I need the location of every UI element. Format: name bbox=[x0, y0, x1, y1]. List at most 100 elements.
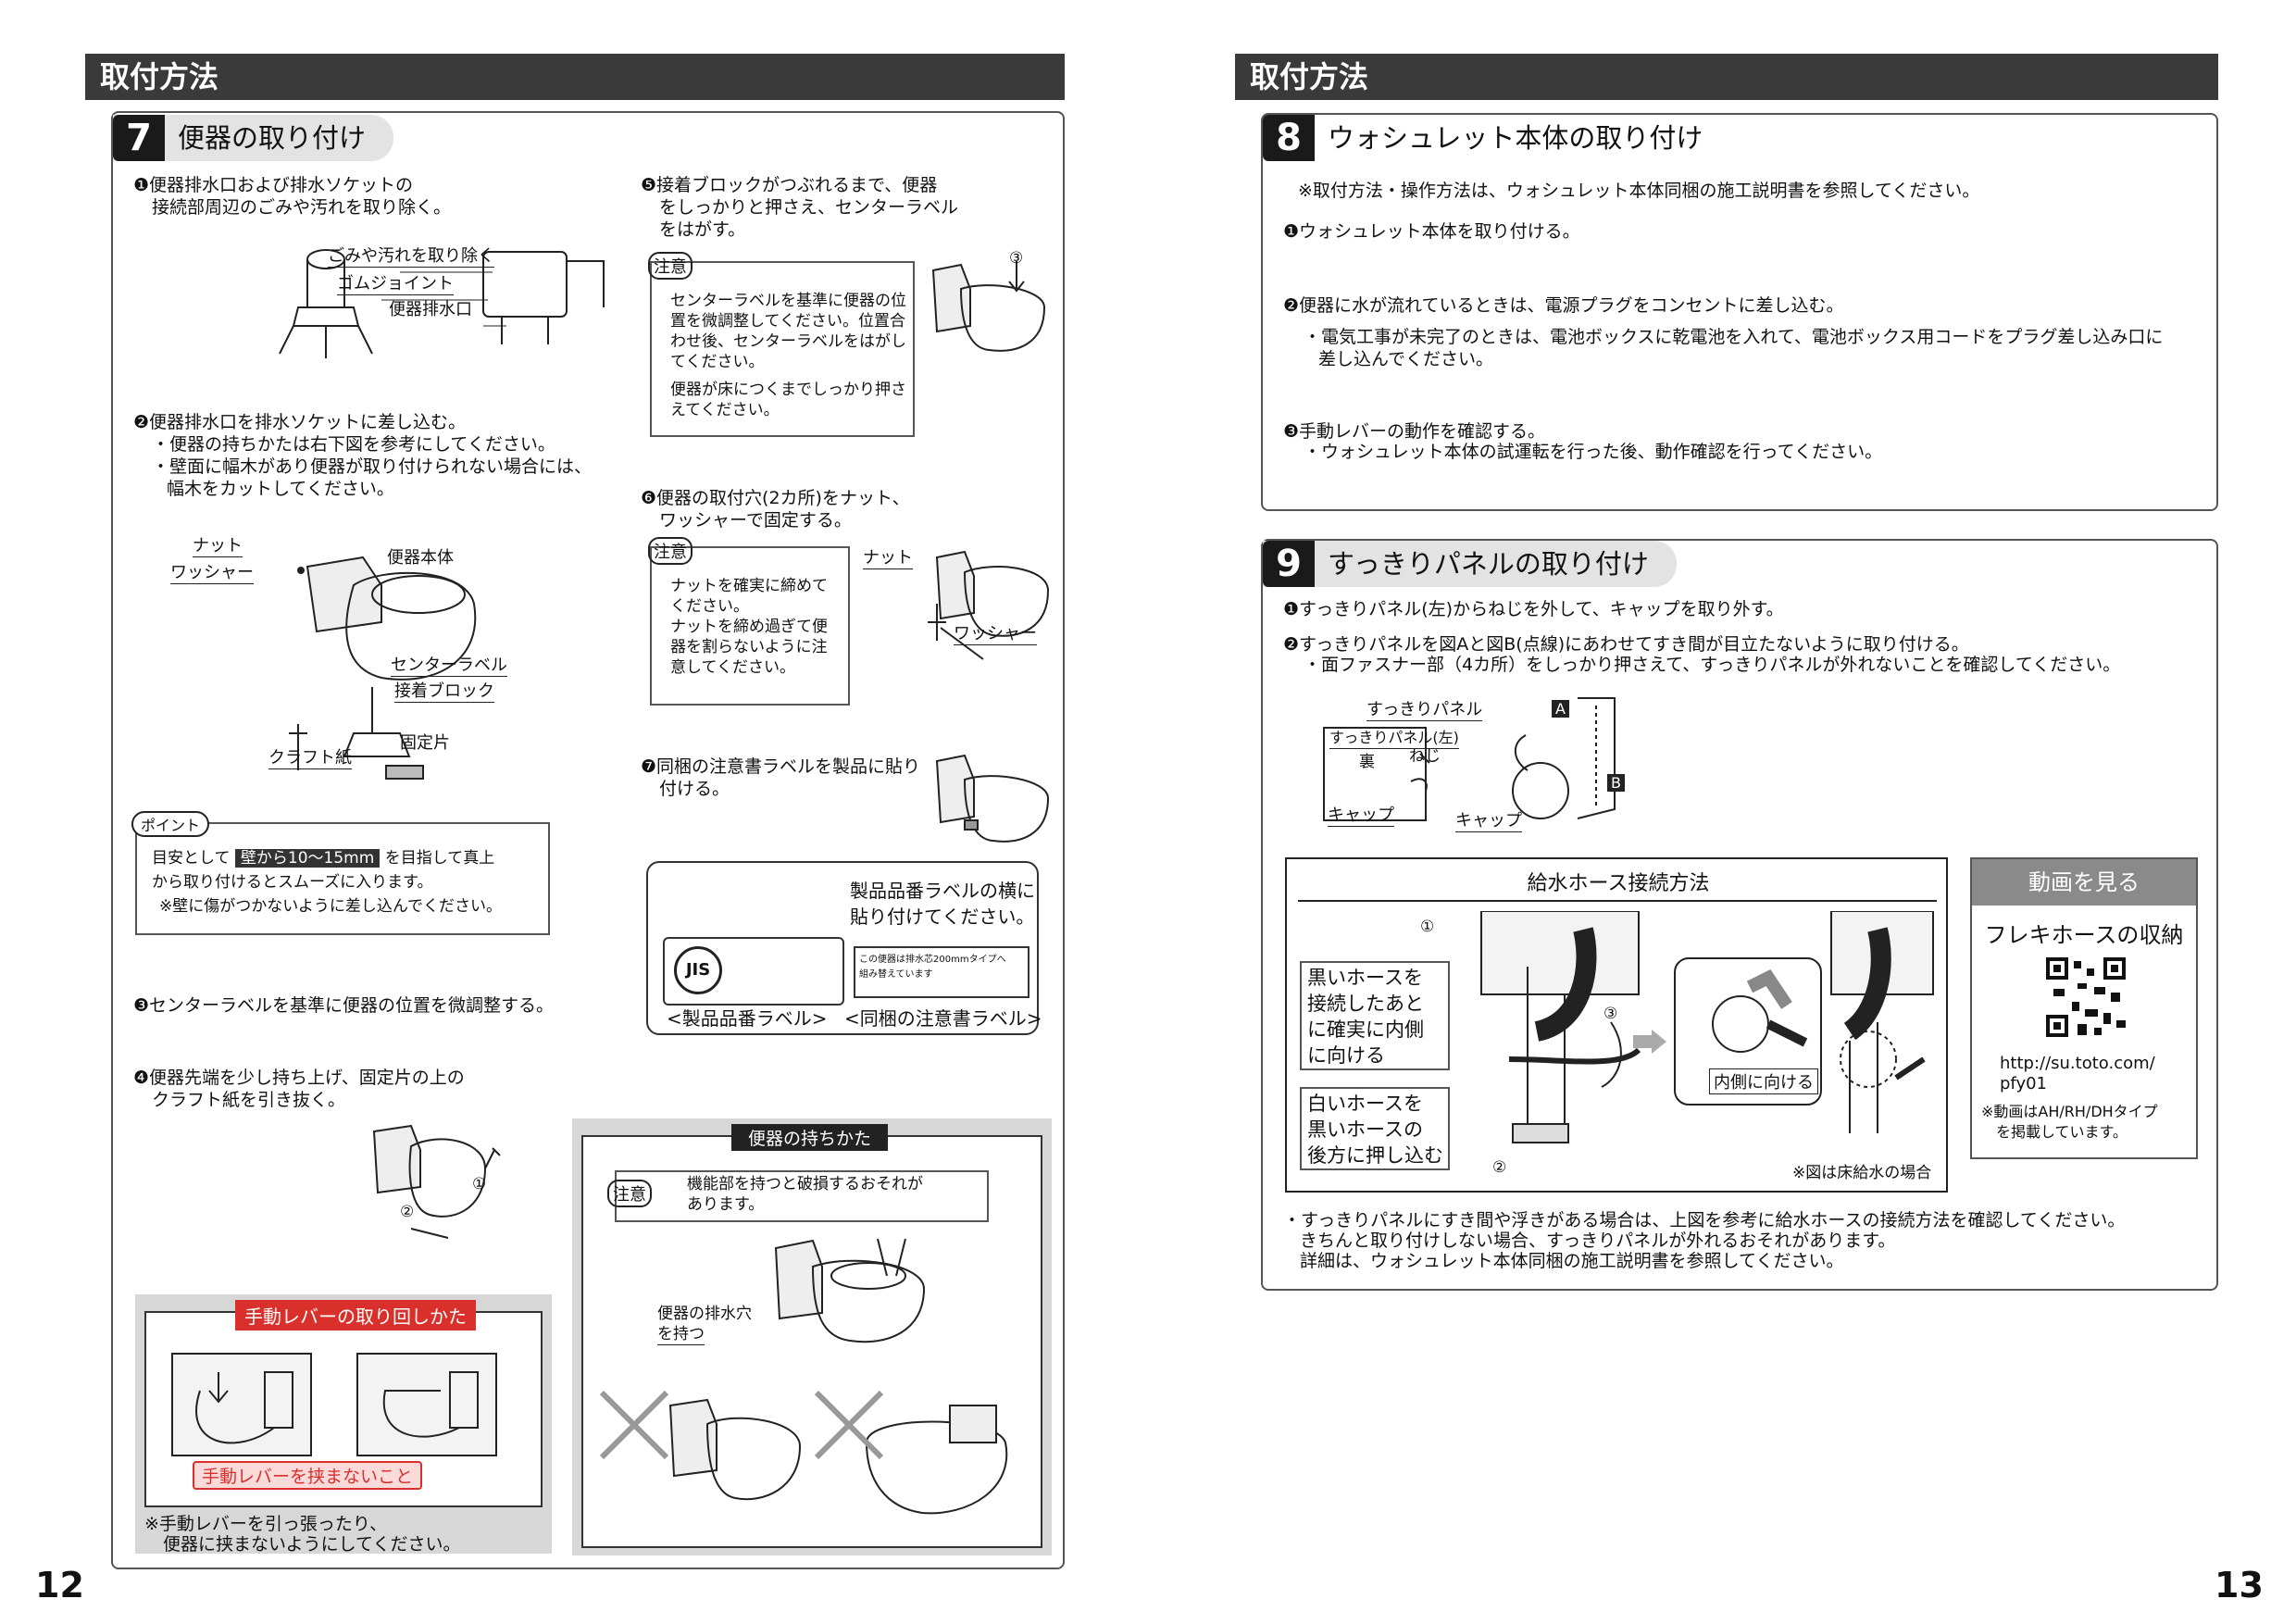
step8-panel: 8 ウォシュレット本体の取り付け ※取付方法・操作方法は、ウォシュレット本体同梱… bbox=[1261, 113, 2218, 511]
point-highlight: 壁から10〜15mm bbox=[234, 849, 381, 868]
s9-bottom-1: ・すっきりパネルにすき間や浮きがある場合は、上図を参考に給水ホースの接続方法を確… bbox=[1283, 1210, 2126, 1230]
hose-note: ※図は床給水の場合 bbox=[1792, 1164, 1932, 1182]
hold-correct-figure bbox=[774, 1238, 926, 1343]
hose-mark-3: ③ bbox=[1603, 1005, 1618, 1023]
s2-line1: ❷便器排水口を排水ソケットに差し込む。 bbox=[133, 412, 467, 432]
s9-label-screw: ねじ bbox=[1409, 747, 1441, 766]
right-page-header: 取付方法 bbox=[1235, 54, 2218, 100]
hose-inner-box: 内側に向ける bbox=[1674, 957, 1822, 1106]
lever-note2: 便器に挟まないようにしてください。 bbox=[163, 1534, 461, 1555]
hose-black-3: に確実に内側 bbox=[1307, 1018, 1424, 1041]
label-toilet-figure bbox=[935, 754, 1050, 843]
hose-white-3: 後方に押し込む bbox=[1307, 1144, 1443, 1167]
video-title[interactable]: 動画を見る bbox=[1972, 859, 2196, 906]
video-note-2: を掲載しています。 bbox=[1996, 1123, 2128, 1141]
video-box[interactable]: 動画を見る フレキホースの収納 http://su.toto.com/ pfy0… bbox=[1970, 857, 2198, 1159]
step7-panel: 7 便器の取り付け ❶便器排水口および排水ソケットの 接続部周辺のごみや汚れを取… bbox=[111, 111, 1065, 1569]
hose-title: 給水ホース接続方法 bbox=[1527, 872, 1710, 895]
hose-figure-right bbox=[1830, 911, 1934, 1133]
lever-title: 手動レバーの取り回しかた bbox=[235, 1300, 476, 1330]
hose-white-2: 黒いホースの bbox=[1307, 1118, 1423, 1141]
video-url-2[interactable]: pfy01 bbox=[2000, 1074, 2048, 1093]
s5-line2: をしっかりと押さえ、センターラベル bbox=[659, 197, 959, 218]
s8-step1: ❶ウォシュレット本体を取り付ける。 bbox=[1283, 221, 1580, 242]
s6-label-nut: ナット bbox=[863, 544, 913, 569]
lever-box: 手動レバーの取り回しかた 手動レバーを挟まないこと ※手動レバーを引っ張ったり、… bbox=[135, 1294, 552, 1555]
s7-caption2: <同梱の注意書ラベル> bbox=[844, 1007, 1042, 1030]
s6-line1: ❻便器の取付穴(2カ所)をナット、 bbox=[641, 488, 910, 508]
hose-box: 給水ホース接続方法 黒いホースを 接続したあと に確実に内側 に向ける 白いホー… bbox=[1285, 857, 1948, 1193]
s1-label-drain: 便器排水口 bbox=[389, 300, 472, 319]
point-text-a: 目安として bbox=[152, 849, 231, 868]
s2-label-washer: ワッシャー bbox=[170, 559, 254, 584]
press-toilet-figure bbox=[931, 261, 1046, 352]
s9-step1: ❶すっきりパネル(左)からねじを外して、キャップを取り外す。 bbox=[1283, 599, 1784, 619]
s7-caption1: <製品品番ラベル> bbox=[667, 1007, 828, 1030]
step8-title: ウォシュレット本体の取り付け bbox=[1328, 122, 1703, 154]
s8-step3-2: ・ウォシュレット本体の試運転を行った後、動作確認を行ってください。 bbox=[1304, 442, 1883, 462]
hold-wrong-figure-2 bbox=[814, 1390, 1008, 1515]
s7-line2: 付ける。 bbox=[659, 779, 730, 799]
s8-note: ※取付方法・操作方法は、ウォシュレット本体同梱の施工説明書を参照してください。 bbox=[1298, 181, 1980, 201]
s6-c3: ナットを締め過ぎて便 bbox=[670, 618, 828, 636]
s4-mark1: ① bbox=[472, 1175, 487, 1193]
s6-caution-box: 注意 ナットを確実に締めて ください。 ナットを締め過ぎて便 器を割らないように… bbox=[648, 537, 850, 706]
step9-number: 9 bbox=[1263, 541, 1315, 587]
s6-caution-icon: 注意 bbox=[648, 537, 693, 565]
s1-label-rubber-joint: ゴムジョイント bbox=[337, 270, 454, 295]
s7-small2: 組み替えています bbox=[859, 969, 933, 980]
s4-line2: クラフト紙を引き抜く。 bbox=[152, 1090, 346, 1110]
s9-label-cap1: キャップ bbox=[1328, 802, 1394, 827]
left-page-number: 12 bbox=[35, 1565, 84, 1605]
hose-mark-2: ② bbox=[1492, 1158, 1507, 1177]
hose-inner-label: 内側に向ける bbox=[1709, 1068, 1818, 1094]
s2-label-body: 便器本体 bbox=[387, 548, 454, 568]
s7-line1: ❼同梱の注意書ラベルを製品に貼り bbox=[641, 756, 921, 777]
s5-line3: をはがす。 bbox=[659, 219, 746, 240]
s7-small1: この便器は排水芯200mmタイプへ bbox=[859, 955, 1006, 965]
right-page-number: 13 bbox=[2215, 1565, 2264, 1605]
step8-tab: 8 ウォシュレット本体の取り付け bbox=[1263, 115, 1730, 161]
hold-caution-icon: 注意 bbox=[607, 1180, 652, 1207]
step7-tab: 7 便器の取り付け bbox=[113, 115, 394, 161]
s5-c5: 便器が床につくまでしっかり押さ bbox=[670, 381, 906, 399]
hose-inner-figure bbox=[1712, 968, 1808, 1053]
s9-bottom-2: きちんと取り付けしない場合、すっきりパネルが外れるおそれがあります。 bbox=[1300, 1230, 1896, 1251]
s6-c4: 器を割らないように注 bbox=[670, 638, 828, 656]
hose-white-box: 白いホースを 黒いホースの 後方に押し込む bbox=[1300, 1087, 1450, 1170]
step9-panel: 9 すっきりパネルの取り付け ❶すっきりパネル(左)からねじを外して、キャップを… bbox=[1261, 539, 2218, 1291]
s7-label-box: 製品品番ラベルの横に 貼り付けてください。 JIS この便器は排水芯200mmタ… bbox=[646, 861, 1042, 1035]
s9-label-panel: すっきりパネル bbox=[1366, 696, 1483, 721]
panel-figure bbox=[1323, 697, 1616, 821]
s9-label-a: A bbox=[1552, 700, 1569, 718]
hold-title: 便器の持ちかた bbox=[731, 1124, 889, 1151]
video-url-1[interactable]: http://su.toto.com/ bbox=[2000, 1054, 2155, 1073]
hose-black-1: 黒いホースを bbox=[1307, 967, 1423, 989]
s2-label-nut: ナット bbox=[193, 532, 243, 557]
point-line2: から取り付けるとスムーズに入ります。 bbox=[152, 873, 433, 892]
step7-number: 7 bbox=[113, 115, 165, 161]
hold-wrong-figure-1 bbox=[599, 1390, 802, 1501]
step8-number: 8 bbox=[1263, 115, 1315, 161]
s2-label-kraft: クラフト紙 bbox=[268, 744, 352, 769]
s2-label-fix: 固定片 bbox=[400, 733, 450, 753]
s6-c2: ください。 bbox=[670, 597, 749, 616]
lever-figure bbox=[171, 1353, 497, 1456]
s9-step2-2: ・面ファスナー部（4カ所）をしっかり押さえて、すっきりパネルが外れないことを確認… bbox=[1304, 655, 2121, 675]
s5-c1: センターラベルを基準に便器の位 bbox=[670, 292, 906, 310]
lever-note1: ※手動レバーを引っ張ったり、 bbox=[144, 1514, 388, 1534]
lever-warn: 手動レバーを挟まないこと bbox=[193, 1461, 423, 1490]
s8-step2b-2: 差し込んでください。 bbox=[1318, 349, 1494, 369]
hose-white-1: 白いホースを bbox=[1307, 1093, 1423, 1115]
hose-black-4: に向ける bbox=[1307, 1044, 1385, 1067]
step9-title: すっきりパネルの取り付け bbox=[1328, 548, 1649, 580]
s6-label-washer: ワッシャー bbox=[954, 620, 1037, 645]
qr-code-icon[interactable] bbox=[2044, 956, 2128, 1039]
s2-label-center: センターラベル bbox=[391, 652, 507, 677]
s7-callout2: 貼り付けてください。 bbox=[850, 906, 1035, 928]
step9-tab: 9 すっきりパネルの取り付け bbox=[1263, 541, 1677, 587]
s5-line1: ❺接着ブロックがつぶれるまで、便器 bbox=[641, 175, 938, 195]
hold-label1: 便器の排水穴 bbox=[657, 1305, 752, 1323]
hold-c2: あります。 bbox=[687, 1195, 765, 1214]
s5-caution-icon: 注意 bbox=[648, 252, 693, 280]
